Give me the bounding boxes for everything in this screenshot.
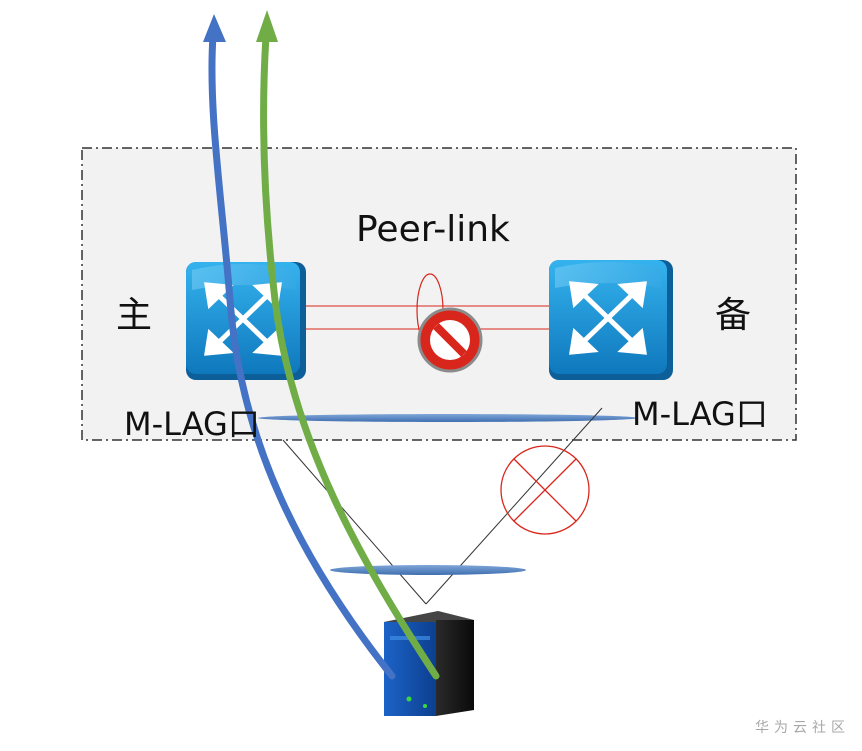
peer-link-label: Peer-link <box>356 209 510 250</box>
backup-label: 备 <box>715 295 751 336</box>
server-lag-oval <box>330 565 526 575</box>
cross-circle-icon <box>500 445 590 535</box>
watermark: 华为云社区 <box>755 720 850 736</box>
mlag-bundle-oval <box>258 414 638 422</box>
mlag-left-label: M-LAG口 <box>124 405 260 443</box>
no-entry-icon <box>417 307 483 373</box>
mlag-right-label: M-LAG口 <box>632 395 768 433</box>
blue-flow-arrow <box>203 14 396 680</box>
primary-label: 主 <box>116 295 152 336</box>
green-flow-arrow <box>256 10 440 680</box>
switch-icon <box>549 260 673 380</box>
